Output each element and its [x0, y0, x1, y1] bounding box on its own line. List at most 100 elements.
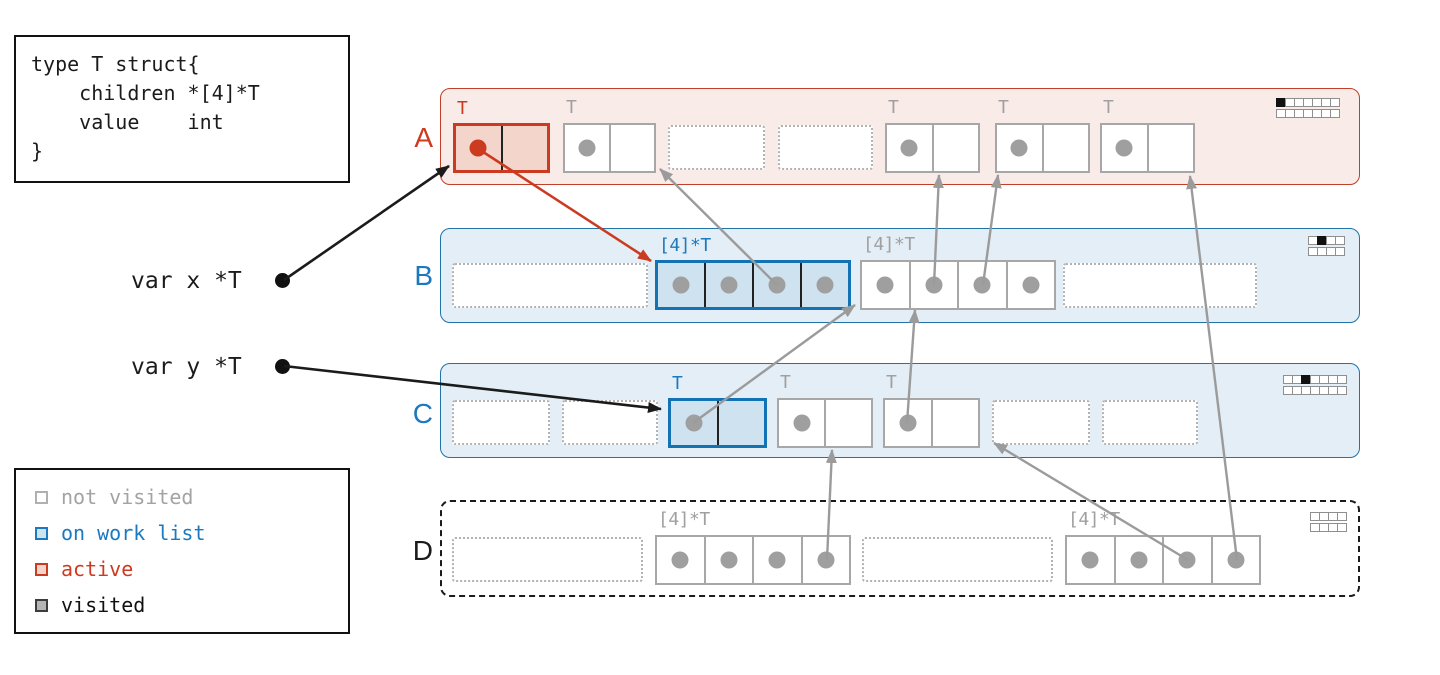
- pointer-cell: [957, 262, 1006, 308]
- bitmap-row: [1308, 247, 1345, 256]
- pointer-dot: [1115, 139, 1133, 157]
- value-cell: [716, 401, 765, 445]
- pointer-dot: [1227, 551, 1245, 569]
- pointer-dot: [925, 276, 943, 294]
- bitmap-row: [1308, 236, 1345, 245]
- bitmap-row: [1283, 386, 1347, 395]
- pointer-cell: [779, 400, 824, 446]
- pointer-cell: [800, 263, 848, 307]
- pointer-dot: [672, 276, 690, 294]
- free-slot: [452, 537, 643, 582]
- pointer-dot: [973, 276, 991, 294]
- heap-object-a2: T: [563, 98, 656, 173]
- pointer-dot: [900, 139, 918, 157]
- pointer-cell: [1102, 125, 1147, 171]
- pointer-cell: [997, 125, 1042, 171]
- pointer-dot: [817, 551, 835, 569]
- bitmap-bit-clear: [1330, 109, 1340, 118]
- type-label: T: [780, 372, 791, 393]
- span-d-label: D: [412, 535, 433, 566]
- free-slot: [778, 125, 873, 170]
- var-y-pointer-dot: [275, 359, 290, 374]
- legend-item-visited: visited: [35, 595, 329, 616]
- pointer-cell: [752, 537, 801, 583]
- active-swatch-icon: [35, 563, 48, 576]
- code-line: type T struct{: [31, 52, 200, 76]
- legend-label: visited: [61, 593, 146, 617]
- pointer-dot: [578, 139, 596, 157]
- mark-bitmap-b: [1308, 236, 1345, 258]
- pointer-cell: [456, 126, 501, 170]
- on-work-list-swatch-icon: [35, 527, 48, 540]
- heap-array-b1-on-work-list: [4]*T: [655, 236, 851, 310]
- var-x-pointer-dot: [275, 273, 290, 288]
- type-label: [4]*T: [659, 235, 711, 256]
- value-cell: [930, 400, 979, 446]
- pointer-cell: [658, 263, 704, 307]
- free-slot: [668, 125, 765, 170]
- pointer-dot: [720, 551, 738, 569]
- bitmap-row: [1276, 109, 1340, 118]
- legend-label: not visited: [61, 485, 194, 509]
- pointer-dot: [720, 276, 738, 294]
- pointer-cell: [565, 125, 609, 171]
- pointer-dot: [899, 414, 917, 432]
- type-label: [4]*T: [658, 509, 710, 530]
- span-c-label: C: [412, 398, 433, 429]
- type-label: T: [672, 373, 683, 394]
- legend-item-not-visited: not visited: [35, 487, 329, 508]
- pointer-cell: [1005, 262, 1055, 308]
- pointer-cell: [885, 400, 931, 446]
- legend-label: on work list: [61, 521, 206, 545]
- pointer-cell: [887, 125, 932, 171]
- pointer-cell: [1067, 537, 1114, 583]
- legend-item-on-work-list: on work list: [35, 523, 329, 544]
- bitmap-bit-clear: [1335, 236, 1345, 245]
- pointer-dot: [816, 276, 834, 294]
- heap-object-a1-active: T: [453, 99, 550, 173]
- value-cell: [824, 400, 871, 446]
- pointer-dot: [1022, 276, 1040, 294]
- pointer-dot: [1178, 551, 1196, 569]
- bitmap-bit-clear: [1337, 512, 1347, 521]
- pointer-cell: [1210, 537, 1260, 583]
- bitmap-bit-clear: [1335, 247, 1345, 256]
- pointer-dot: [1130, 551, 1148, 569]
- heap-array-d1: [4]*T: [655, 510, 851, 585]
- free-slot: [1063, 263, 1257, 308]
- bitmap-row: [1276, 98, 1340, 107]
- legend-label: active: [61, 557, 134, 581]
- pointer-dot: [1081, 551, 1099, 569]
- heap-array-b2: [4]*T: [860, 235, 1056, 310]
- free-slot: [1102, 400, 1198, 445]
- pointer-dot: [1010, 139, 1028, 157]
- heap-object-a3: T: [885, 98, 980, 173]
- pointer-cell: [800, 537, 850, 583]
- type-label: T: [886, 372, 897, 393]
- visited-swatch-icon: [35, 599, 48, 612]
- pointer-cell: [657, 537, 704, 583]
- pointer-cell: [704, 263, 752, 307]
- value-cell: [608, 125, 655, 171]
- bitmap-row: [1310, 512, 1347, 521]
- heap-object-c2: T: [777, 373, 873, 448]
- pointer-dot: [768, 276, 786, 294]
- pointer-dot: [768, 551, 786, 569]
- mark-bitmap-d: [1310, 512, 1347, 534]
- legend-item-active: active: [35, 559, 329, 580]
- free-slot: [862, 537, 1053, 582]
- heap-array-d2: [4]*T: [1065, 510, 1261, 585]
- span-a-label: A: [414, 122, 433, 153]
- pointer-cell: [1113, 537, 1163, 583]
- free-slot: [452, 400, 550, 445]
- type-label: [4]*T: [863, 234, 915, 255]
- value-cell: [1041, 125, 1089, 171]
- free-slot: [452, 263, 648, 308]
- free-slot: [992, 400, 1090, 445]
- mark-bitmap-c: [1283, 375, 1347, 397]
- value-cell: [931, 125, 979, 171]
- bitmap-bit-clear: [1337, 375, 1347, 384]
- value-cell: [500, 126, 548, 170]
- heap-object-a5: T: [1100, 98, 1195, 173]
